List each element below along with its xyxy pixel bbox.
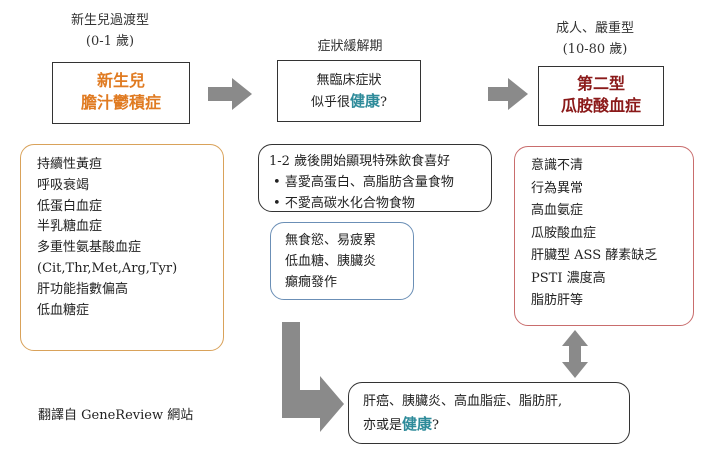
l-arrow-to-outcome <box>282 322 344 432</box>
stage1-symptom-box: 持續性黃疸 呼吸衰竭 低蛋白血症 半乳糖血症 多重性氨基酸血症 (Cit,Thr… <box>20 144 224 351</box>
stage3-title-line1: 第二型 <box>576 74 625 93</box>
stage3-symptom-box: 意識不清 行為異常 高血氨症 瓜胺酸血症 肝臟型 ASS 酵素缺乏 PSTI 濃… <box>514 146 694 326</box>
outcome-box: 肝癌、胰臟炎、高血脂症、脂肪肝, 亦或是健康? <box>348 382 630 444</box>
stage1-symptom: 低蛋白血症 <box>37 198 103 214</box>
outcome-line2: 亦或是健康? <box>363 413 629 437</box>
right-arrow-2 <box>488 78 528 110</box>
stage3-title-line2: 瓜胺酸血症 <box>560 96 641 115</box>
stage1-title-line1: 新生兒 <box>96 71 145 90</box>
stage1-symptom: 多重性氨基酸血症 <box>37 240 142 256</box>
source-note: 翻譯自 GeneReview 網站 <box>38 408 194 423</box>
stage2-symptom-box: 無食慾、易疲累 低血糖、胰臟炎 癲癇發作 <box>270 222 414 300</box>
stage3-symptom: 脂肪肝等 <box>531 293 584 308</box>
stage2-symptom: 癲癇發作 <box>285 274 338 290</box>
stage1-caption: 新生兒過渡型 (0-1 歲) <box>40 10 180 52</box>
outcome-post: ? <box>432 418 440 433</box>
stage3-caption-line1: 成人、嚴重型 <box>555 21 634 36</box>
stage3-symptom: 行為異常 <box>531 180 584 196</box>
stage3-symptom: 肝臟型 ASS 酵素缺乏 <box>531 248 658 263</box>
stage1-symptom: 半乳糖血症 <box>37 219 103 235</box>
stage2-diet-box: 1-2 歲後開始顯現特殊飲食喜好 喜愛高蛋白、高脂肪含量食物 不愛高碳水化合物食… <box>258 144 492 212</box>
stage2-caption: 症狀緩解期 <box>317 39 383 54</box>
stage2-status-pre: 似乎很 <box>310 95 350 110</box>
outcome-highlight: 健康 <box>402 415 433 433</box>
stage1-title-line2: 膽汁鬱積症 <box>80 93 161 112</box>
stage2-diet-item: 不愛高碳水化合物食物 <box>269 194 491 215</box>
stage2-status-line2: 似乎很健康? <box>278 91 420 113</box>
stage3-caption: 成人、嚴重型 (10-80 歲) <box>530 18 660 60</box>
double-arrow <box>562 330 588 378</box>
stage1-caption-line1: 新生兒過渡型 <box>70 13 149 28</box>
stage1-title-box: 新生兒 膽汁鬱積症 <box>52 62 190 124</box>
right-arrow-1 <box>208 78 252 110</box>
stage2-status-post: ? <box>380 95 387 110</box>
stage1-symptom: 低血糖症 <box>37 302 90 318</box>
outcome-line1: 肝癌、胰臟炎、高血脂症、脂肪肝, <box>363 394 563 409</box>
stage2-diet-item: 喜愛高蛋白、高脂肪含量食物 <box>269 173 491 194</box>
stage1-symptom: 持續性黃疸 <box>37 157 103 172</box>
stage2-symptom: 低血糖、胰臟炎 <box>285 253 377 269</box>
stage3-symptom: 瓜胺酸血症 <box>531 225 597 241</box>
stage2-status-line1: 無臨床症狀 <box>316 73 382 88</box>
stage2-status-highlight: 健康 <box>350 92 381 110</box>
stage1-symptom: (Cit,Thr,Met,Arg,Tyr) <box>37 260 178 276</box>
stage1-symptom: 肝功能指數偏高 <box>37 281 129 297</box>
stage2-diet-intro: 1-2 歲後開始顯現特殊飲食喜好 <box>269 154 451 169</box>
stage3-symptom: 高血氨症 <box>531 203 584 218</box>
stage1-caption-line2: (0-1 歲) <box>85 34 135 49</box>
stage3-caption-line2: (10-80 歲) <box>562 42 628 57</box>
stage3-symptom: 意識不清 <box>531 158 584 173</box>
stage2-status-box: 無臨床症狀 似乎很健康? <box>277 60 421 122</box>
stage3-title-box: 第二型 瓜胺酸血症 <box>538 66 664 126</box>
stage2-symptom: 無食慾、易疲累 <box>285 233 377 248</box>
stage1-symptom: 呼吸衰竭 <box>37 177 90 193</box>
outcome-pre: 亦或是 <box>363 418 403 433</box>
stage3-symptom: PSTI 濃度高 <box>531 270 606 286</box>
